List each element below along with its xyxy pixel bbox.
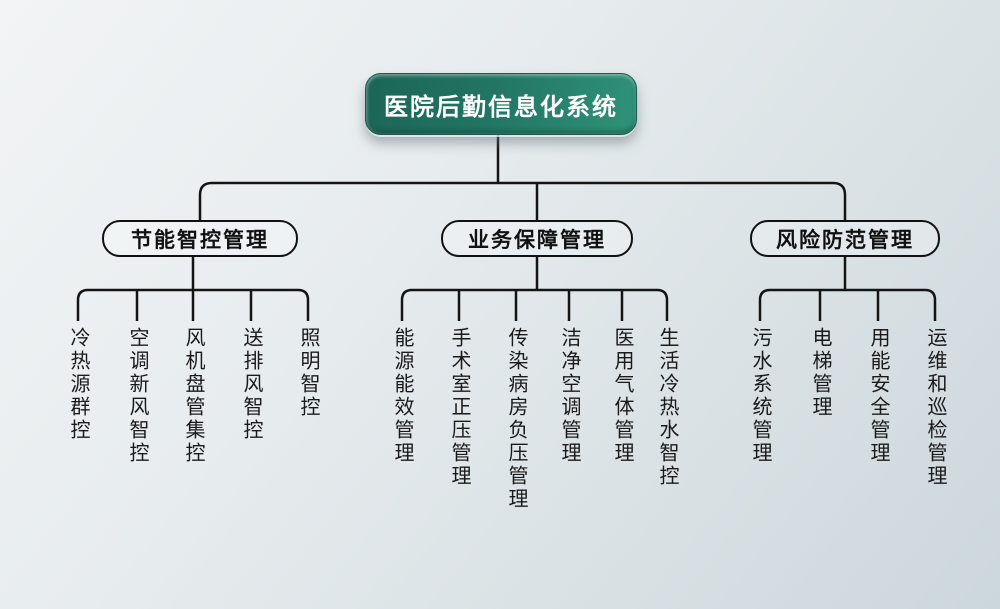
level1-rail-line: [198, 181, 847, 220]
leaf-node: 空调新风智控: [126, 327, 148, 465]
leaf-node: 送排风智控: [240, 327, 262, 442]
group3-rail-line: [758, 288, 937, 321]
leaf-node: 用能安全管理: [867, 327, 889, 465]
leaf-node: 能源能效管理: [391, 327, 413, 465]
branch-node-energy-saving: 节能智控管理: [102, 220, 298, 257]
branch-node-risk-prevention: 风险防范管理: [750, 220, 940, 257]
branch-node-service-support: 业务保障管理: [441, 220, 633, 257]
leaf-node: 手术室正压管理: [448, 327, 470, 488]
leaf-node: 洁净空调管理: [558, 327, 580, 465]
group1-rail-line: [76, 288, 310, 321]
leaf-node: 风机盘管集控: [182, 327, 204, 465]
root-node: 医院后勤信息化系统: [365, 73, 637, 135]
leaf-node: 照明智控: [297, 327, 319, 419]
leaf-node: 运维和巡检管理: [924, 327, 946, 488]
leaf-node: 电梯管理: [809, 327, 831, 419]
leaf-node: 传染病房负压管理: [505, 327, 527, 511]
leaf-node: 生活冷热水智控: [656, 327, 678, 488]
leaf-node: 污水系统管理: [749, 327, 771, 465]
leaf-node: 冷热源群控: [67, 327, 89, 442]
leaf-node: 医用气体管理: [611, 327, 633, 465]
group2-rail-line: [400, 288, 669, 321]
